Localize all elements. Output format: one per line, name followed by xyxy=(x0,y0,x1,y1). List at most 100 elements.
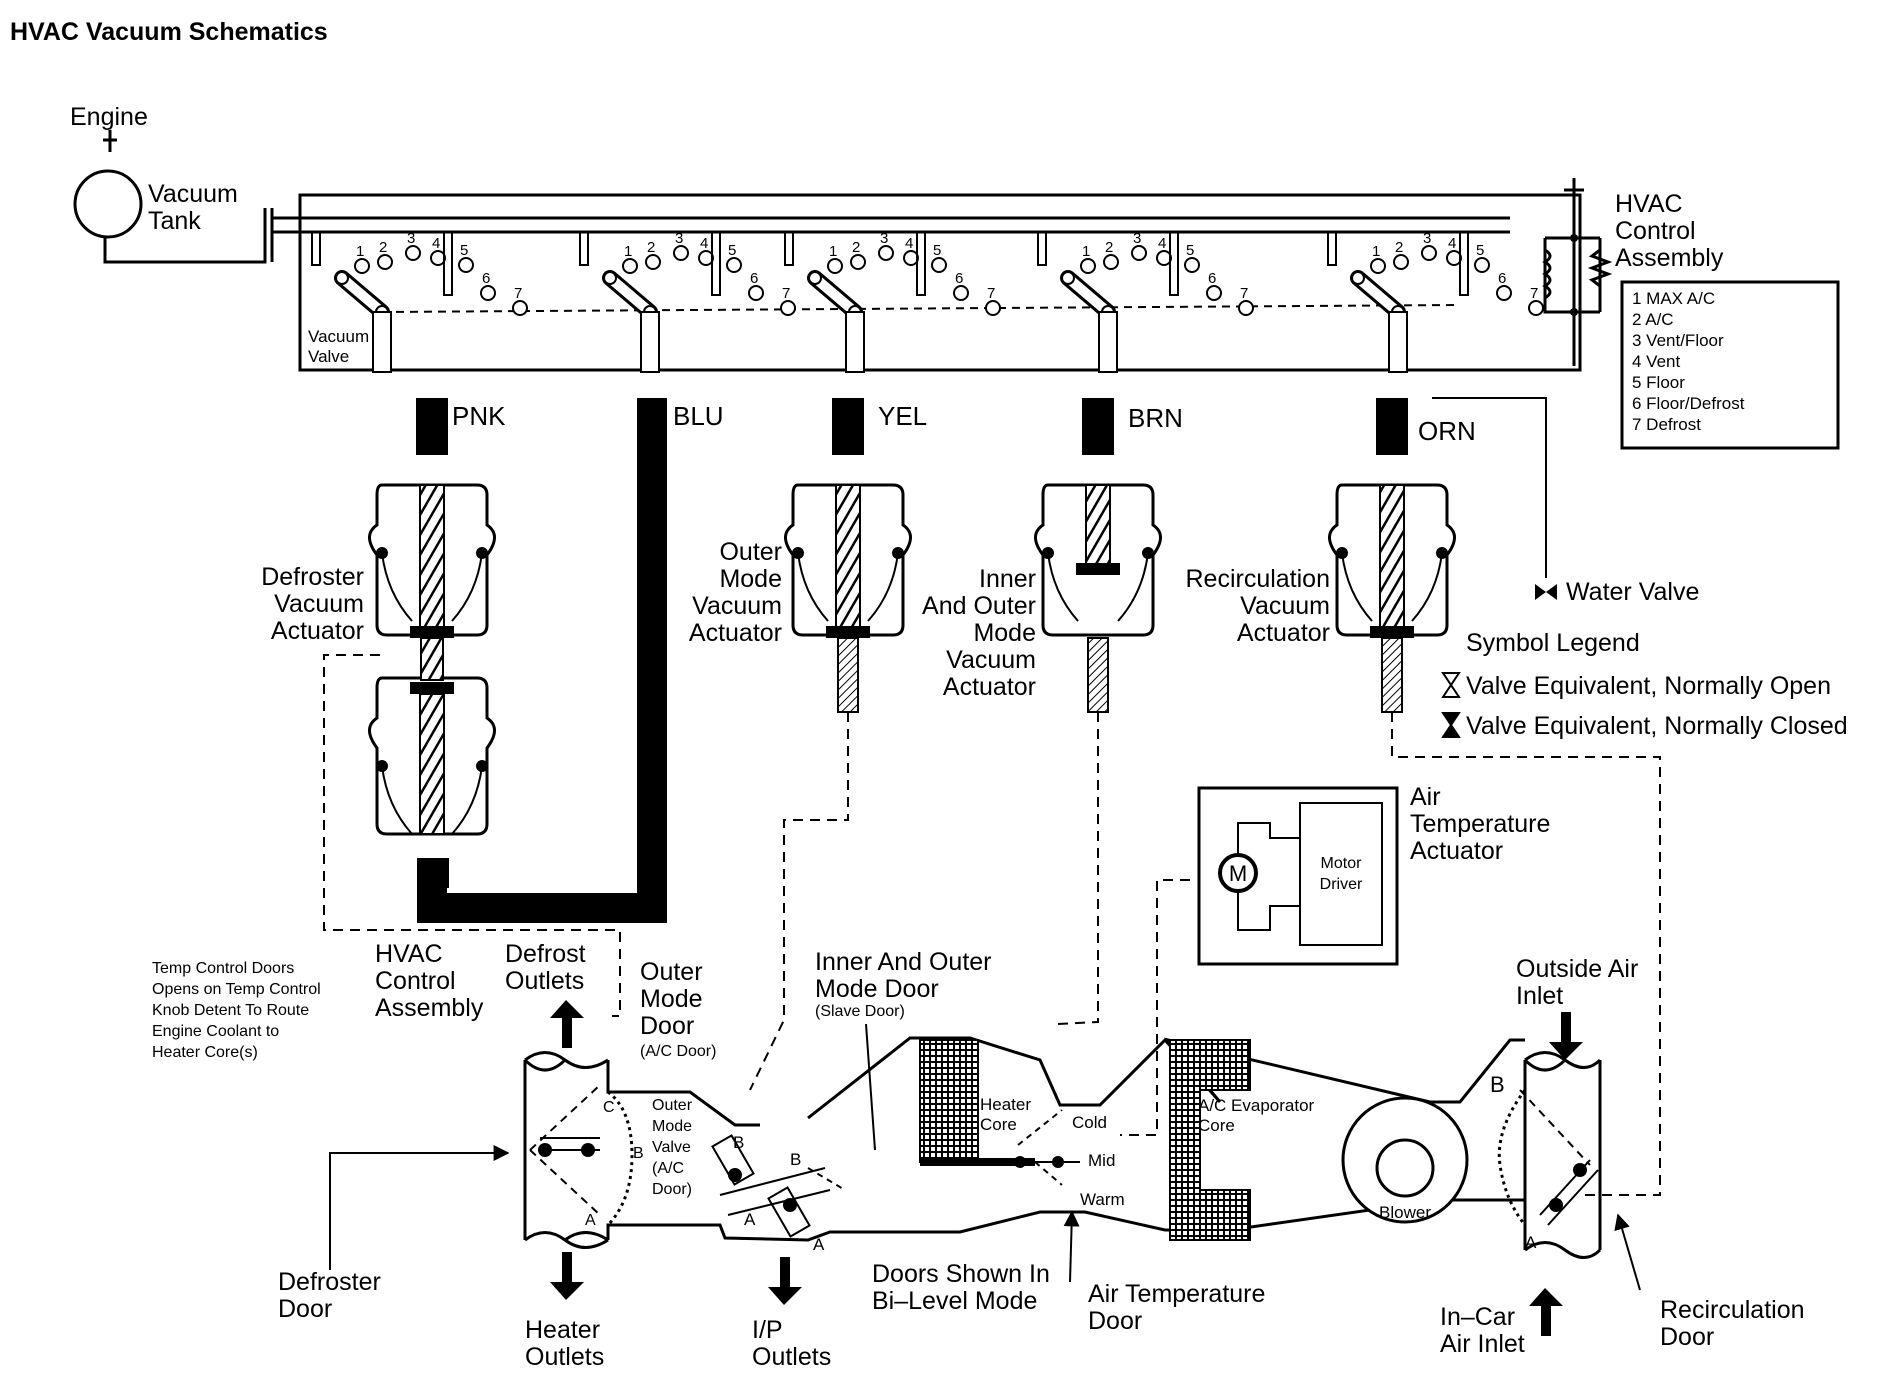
defroster-actuator-label: Vacuum xyxy=(274,590,364,618)
actuator-plate xyxy=(826,626,870,638)
valve-port-number: 3 xyxy=(675,230,683,247)
mode-legend-item: 6 Floor/Defrost xyxy=(1632,394,1745,413)
valve-port-number: 2 xyxy=(647,239,655,256)
door-letter-a: A xyxy=(1525,1233,1537,1252)
valve-port-number: 5 xyxy=(1476,242,1484,259)
valve-port xyxy=(1206,285,1222,301)
actuator-diaphragm xyxy=(1047,552,1149,622)
in-car-air-inlet-label: In–Car xyxy=(1440,1303,1515,1331)
outer-mode-valve-label: (A/C xyxy=(652,1160,684,1177)
hvac-control-assembly-label: HVAC xyxy=(375,940,443,968)
mode-legend-item: 3 Vent/Floor xyxy=(1632,331,1724,350)
blower-label: Blower xyxy=(1379,1203,1431,1222)
normally-closed-valve-icon xyxy=(1441,712,1461,738)
vacuum-tank-label: Vacuum xyxy=(148,180,238,208)
valve-port xyxy=(354,258,370,274)
valve-slot xyxy=(579,232,589,266)
door-letter-b: B xyxy=(1490,1072,1505,1097)
valve-port xyxy=(1496,285,1512,301)
door-pivot xyxy=(1549,1198,1563,1212)
inner-outer-door-label: Inner And Outer xyxy=(815,948,992,976)
motor-driver-label: Motor xyxy=(1321,855,1363,872)
door-pivot xyxy=(1052,1156,1064,1168)
defroster-door-label: Defroster xyxy=(278,1268,381,1296)
heater-outlets-label: Outlets xyxy=(525,1343,604,1371)
air-temp-actuator-label: Air xyxy=(1410,783,1441,811)
actuator-plate xyxy=(1370,626,1414,638)
ac-evaporator-label: Core xyxy=(1198,1116,1235,1135)
defrost-outlets-label: Outlets xyxy=(505,967,584,995)
recirculation-door-label: Door xyxy=(1660,1323,1714,1351)
valve-port-number: 7 xyxy=(987,285,995,302)
door-letter-a: A xyxy=(744,1210,756,1229)
heater-core xyxy=(919,1039,979,1163)
air-temperature-door-label: Air Temperature xyxy=(1088,1280,1265,1308)
outside-air-inlet-label: Outside Air xyxy=(1516,955,1638,983)
actuator-plate xyxy=(1076,563,1120,575)
water-valve-label: Water Valve xyxy=(1566,578,1699,606)
valve-port-number: 6 xyxy=(482,270,490,287)
valve-port-number: 2 xyxy=(1105,239,1113,256)
outside-air-inlet-label: Inlet xyxy=(1516,982,1563,1010)
actuator-plate xyxy=(410,682,454,694)
valve-port xyxy=(377,254,393,270)
motor-icon xyxy=(1218,853,1258,893)
valve-port xyxy=(1446,250,1462,266)
door-letter-b: B xyxy=(790,1150,801,1169)
outer-mode-door xyxy=(711,1134,846,1238)
valve-pivot xyxy=(1351,271,1365,285)
actuator-rod xyxy=(1087,637,1109,713)
valve-stem xyxy=(640,311,660,373)
valve-port-number: 6 xyxy=(955,270,963,287)
mode-legend-item: 7 Defrost xyxy=(1632,415,1701,434)
valve-pivot xyxy=(603,271,617,285)
valve-port-number: 1 xyxy=(1372,243,1380,260)
door-pivot xyxy=(1573,1163,1587,1177)
vacuum-tank-label: Tank xyxy=(148,207,201,235)
valve-linkage-line xyxy=(381,304,1461,313)
temp-control-note: Heater Core(s) xyxy=(152,1044,258,1061)
diagram-title: HVAC Vacuum Schematics xyxy=(10,18,328,46)
actuator-pivot xyxy=(476,760,488,772)
valve-port xyxy=(827,258,843,274)
outer-mode-actuator-label: Outer xyxy=(719,538,782,566)
valve-port xyxy=(726,257,742,273)
valve-port-number: 6 xyxy=(1208,270,1216,287)
valve-slot xyxy=(784,232,794,266)
hose-color-orn: ORN xyxy=(1418,416,1476,446)
valve-port xyxy=(645,254,661,270)
valve-port xyxy=(673,245,689,261)
door-pivot xyxy=(1014,1156,1026,1168)
outer-mode-actuator-label: Mode xyxy=(719,565,782,593)
valve-port xyxy=(1528,300,1544,316)
door-letter-b: B xyxy=(733,1133,744,1152)
valve-lever xyxy=(1063,273,1113,317)
actuator-pivot xyxy=(1336,547,1348,559)
valve-port-number: 3 xyxy=(407,230,415,247)
valve-pivot xyxy=(1061,271,1075,285)
valve-port-number: 7 xyxy=(1240,285,1248,302)
temp-control-note: Temp Control Doors xyxy=(152,960,294,977)
inner-outer-actuator-label: Actuator xyxy=(943,673,1036,701)
defroster-actuator-label: Actuator xyxy=(271,617,364,645)
air-temperature-door-label: Door xyxy=(1088,1307,1142,1335)
door-pivot xyxy=(728,1168,742,1182)
actuator-pivot xyxy=(376,760,388,772)
motor-driver-box xyxy=(1299,802,1383,946)
motor-letter: M xyxy=(1229,861,1247,886)
valve-port xyxy=(1393,254,1409,270)
actuator-pivot xyxy=(1436,547,1448,559)
control-assembly-label: Control xyxy=(1615,217,1696,245)
valve-port xyxy=(1238,300,1254,316)
valve-slot xyxy=(1327,232,1337,266)
air-temp-actuator-label: Actuator xyxy=(1410,837,1503,865)
valve-lever xyxy=(810,273,860,317)
actuator-spring xyxy=(419,693,445,835)
actuator-pivot xyxy=(476,547,488,559)
valve-port-number: 5 xyxy=(728,242,736,259)
temp-position-mid: Mid xyxy=(1088,1151,1115,1170)
inner-outer-actuator-label: And Outer xyxy=(922,592,1036,620)
outer-mode-valve-label: Valve xyxy=(652,1139,691,1156)
door-pivot xyxy=(581,1143,595,1157)
